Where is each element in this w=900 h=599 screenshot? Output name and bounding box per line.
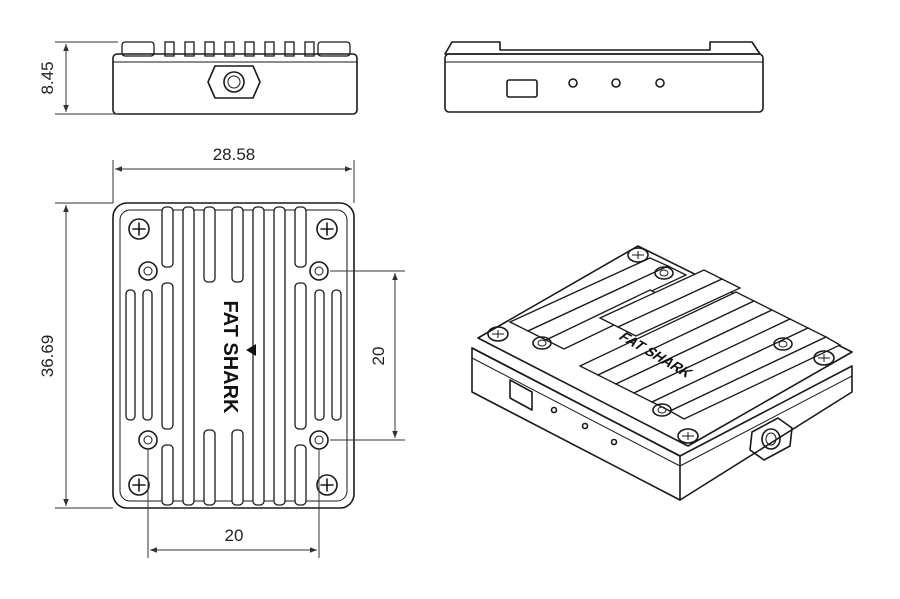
led-hole [568, 78, 578, 88]
isometric-led-hole [610, 438, 618, 446]
isometric-fins [508, 257, 842, 420]
dimension-width: 28.58 [112, 145, 355, 203]
isometric-view: FAT SHARK [471, 245, 853, 501]
isometric-mounting-hole [532, 336, 552, 350]
isometric-mounting-hole [654, 266, 674, 280]
dimension-hole-spacing-vertical-label: 20 [369, 347, 388, 366]
isometric-screw [487, 326, 509, 342]
dimension-length: 36.69 [38, 202, 113, 509]
mounting-hole [138, 430, 158, 450]
usb-port [506, 79, 538, 98]
dimension-width-label: 28.58 [213, 145, 256, 164]
dimension-height: 8.45 [38, 41, 118, 115]
dimension-hole-spacing-horizontal-label: 20 [225, 526, 244, 545]
isometric-led-hole [550, 406, 558, 414]
isometric-top-surface [477, 245, 853, 447]
isometric-mounting-hole [652, 403, 672, 417]
side-view [444, 41, 764, 113]
front-view-fins [121, 41, 351, 57]
isometric-screw [627, 247, 649, 263]
top-view-fins [125, 206, 342, 506]
isometric-connector [749, 417, 793, 461]
dimension-hole-spacing-vertical: 20 [330, 270, 405, 441]
mounting-hole [309, 261, 329, 281]
corner-screw [128, 218, 150, 240]
mounting-hole [309, 430, 329, 450]
isometric-mounting-hole [773, 337, 793, 351]
isometric-screw [813, 350, 835, 366]
dimension-hole-spacing-horizontal: 20 [147, 450, 320, 558]
dimension-length-label: 36.69 [38, 335, 57, 378]
corner-screw [316, 218, 338, 240]
isometric-screw [677, 428, 699, 444]
led-hole [655, 78, 665, 88]
isometric-usb-port [509, 379, 533, 411]
mounting-hole [138, 261, 158, 281]
led-hole [611, 78, 621, 88]
brand-logo-text: FAT SHARK [219, 301, 241, 415]
front-view-connector [207, 65, 261, 99]
corner-screw [316, 474, 338, 496]
front-view-body [112, 53, 358, 115]
side-view-body [444, 53, 764, 113]
top-view: FAT SHARK [112, 202, 355, 509]
isometric-led-hole [581, 422, 589, 430]
brand-logo: FAT SHARK [219, 301, 256, 415]
corner-screw [128, 474, 150, 496]
front-view [112, 41, 358, 115]
dimension-height-label: 8.45 [38, 61, 57, 94]
top-view-body [112, 202, 355, 509]
